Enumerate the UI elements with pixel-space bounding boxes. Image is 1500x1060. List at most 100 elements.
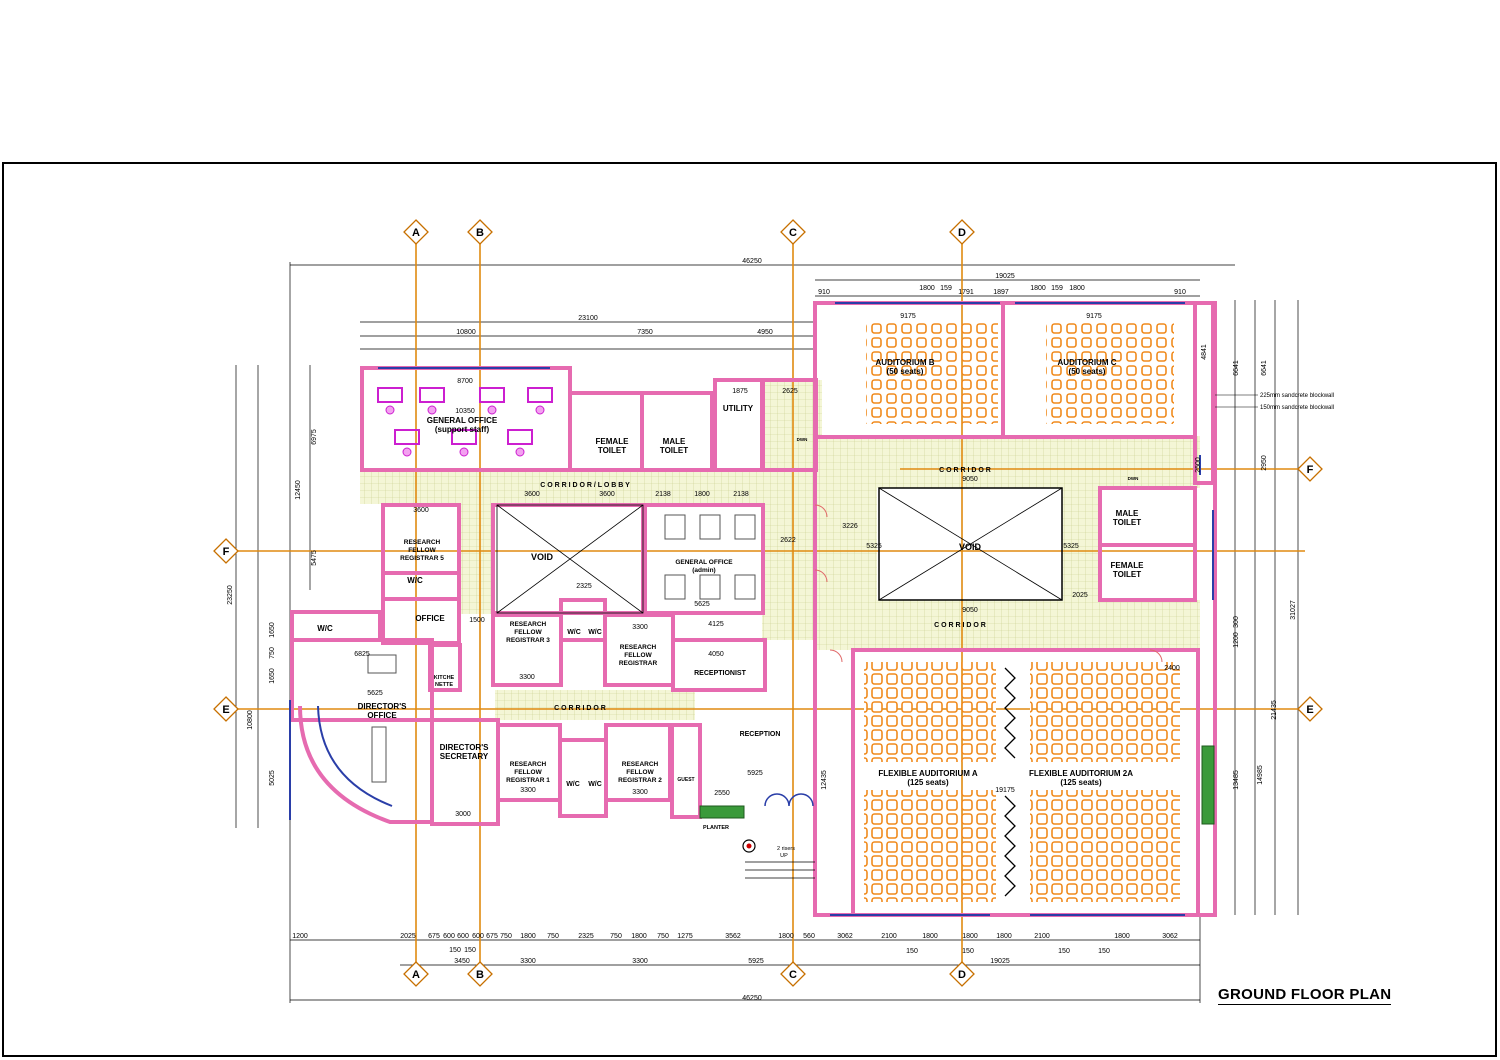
dim-3300-a: 3300 <box>519 674 535 681</box>
dim-overall-top: 46250 <box>742 258 762 265</box>
dim-2138-a: 2138 <box>655 491 671 498</box>
dim-b-1800-c: 1800 <box>778 933 794 940</box>
room-void-1: VOID <box>531 552 554 562</box>
dim-b-750-b: 750 <box>547 933 559 940</box>
dim-3300-d: 3300 <box>632 789 648 796</box>
dim-b-750-c: 750 <box>610 933 622 940</box>
note-wall-225: 225mm sandcrete blockwall <box>1260 393 1334 399</box>
dim-5325-b: 5325 <box>1063 543 1079 550</box>
grid-label-d-top: D <box>958 227 966 239</box>
dim-left-block: 23100 <box>578 315 598 322</box>
dim-top-1800-b: 1800 <box>1030 285 1046 292</box>
desks <box>367 514 756 783</box>
stair-dwn-1: DWN <box>797 437 808 442</box>
curved-wall <box>298 705 432 824</box>
dim-b-1800-b: 1800 <box>631 933 647 940</box>
dim-b-675: 675 <box>428 933 440 940</box>
dim-b-1800-f: 1800 <box>996 933 1012 940</box>
room-general-office-admin: GENERAL OFFICE <box>675 559 733 566</box>
room-rf1-line3: REGISTRAR 1 <box>506 777 550 784</box>
grid-label-e-left: E <box>222 704 229 716</box>
room-wc-4: W/C <box>588 629 602 636</box>
room-male-toilet-2-line1: MALE <box>1116 509 1139 518</box>
dim-left-23250: 23250 <box>227 585 234 605</box>
dim-top-910-b: 910 <box>1174 289 1186 296</box>
furniture <box>377 387 553 445</box>
dim-b-150-d: 150 <box>962 948 974 955</box>
dim-b-1200: 1200 <box>292 933 308 940</box>
grid-label-b-top: B <box>476 227 484 239</box>
dim-5625-b: 5625 <box>367 690 383 697</box>
dim-right-6641-b: 6641 <box>1261 360 1268 376</box>
tiled-floors <box>360 380 1200 720</box>
dim-b-3300-a: 3300 <box>520 958 536 965</box>
room-wc-2: W/C <box>317 624 333 633</box>
dimension-lines <box>235 262 1299 1003</box>
room-directors-secretary-line1: DIRECTOR'S <box>440 743 490 752</box>
dim-12435: 12435 <box>821 770 828 790</box>
dim-b-1800-d: 1800 <box>922 933 938 940</box>
drawing-frame <box>2 162 1497 1057</box>
room-auditorium-b-seats: (50 seats) <box>887 367 924 376</box>
dim-overall-bottom: 46250 <box>742 995 762 1002</box>
room-flex-auditorium-a: FLEXIBLE AUDITORIUM A <box>878 769 977 778</box>
grid-label-f-left: F <box>223 546 230 558</box>
dim-9050-a: 9050 <box>962 476 978 483</box>
folding-partition <box>1004 667 1016 759</box>
grid-label-a-bottom: A <box>412 969 420 981</box>
room-rf1-line2: FELLOW <box>514 769 542 776</box>
entrance-doors <box>764 793 814 807</box>
grid-bubbles <box>213 219 1323 987</box>
note-risers-line2: UP <box>780 853 788 859</box>
dim-top-1800-c: 1800 <box>1069 285 1085 292</box>
room-directors-office-line2: OFFICE <box>367 711 397 720</box>
dim-4950: 4950 <box>757 329 773 336</box>
room-auditorium-b: AUDITORIUM B <box>876 358 935 367</box>
dim-b-600-c: 600 <box>472 933 484 940</box>
dim-1500: 1500 <box>469 617 485 624</box>
dim-right-21435: 21435 <box>1271 700 1278 720</box>
room-rf4-line1: RESEARCH <box>620 644 657 651</box>
grid-label-e-right: E <box>1306 704 1313 716</box>
dim-b-1275: 1275 <box>677 933 693 940</box>
dim-b-3450: 3450 <box>454 958 470 965</box>
dim-b-150-c: 150 <box>906 948 918 955</box>
dim-5625: 5625 <box>694 601 710 608</box>
dim-9175-b: 9175 <box>1086 313 1102 320</box>
grid-label-d-bottom: D <box>958 969 966 981</box>
dim-2622: 2622 <box>780 537 796 544</box>
column-marker-dot <box>746 843 752 849</box>
dim-left-10800: 10800 <box>247 710 254 730</box>
room-flex-auditorium-2a-seats: (125 seats) <box>1060 778 1102 787</box>
dim-b-600-b: 600 <box>457 933 469 940</box>
dim-2025: 2025 <box>1072 592 1088 599</box>
room-void-2: VOID <box>959 542 982 552</box>
room-rf5-line1: RESEARCH <box>404 539 441 546</box>
dim-right-300: 300 <box>1233 616 1240 628</box>
dim-8700: 8700 <box>457 378 473 385</box>
room-male-toilet-1-b: TOILET <box>660 446 688 455</box>
room-auditorium-c-seats: (50 seats) <box>1069 367 1106 376</box>
dim-b-675-b: 675 <box>486 933 498 940</box>
dim-2500: 2500 <box>1195 457 1202 473</box>
dim-b-150-e: 150 <box>1058 948 1070 955</box>
room-general-office-support-sub: (support staff) <box>435 425 490 434</box>
dim-right-13485: 13485 <box>1233 770 1240 790</box>
dim-9175-a: 9175 <box>900 313 916 320</box>
folding-partition-2 <box>1004 795 1016 897</box>
dim-left-6975: 6975 <box>311 429 318 445</box>
room-rf3-line2: FELLOW <box>514 629 542 636</box>
drawing-title: GROUND FLOOR PLAN <box>1218 986 1392 1005</box>
room-directors-office-line1: DIRECTOR'S <box>358 702 408 711</box>
dim-left-1650-b: 1650 <box>269 668 276 684</box>
room-flex-auditorium-2a: FLEXIBLE AUDITORIUM 2A <box>1029 769 1133 778</box>
dim-b-600-a: 600 <box>443 933 455 940</box>
dim-b-3062-b: 3062 <box>1162 933 1178 940</box>
stair-dwn-2: DWN <box>1128 476 1139 481</box>
dim-3600-c: 3600 <box>413 507 429 514</box>
room-rf5-line2: FELLOW <box>408 547 436 554</box>
room-office: OFFICE <box>415 614 445 623</box>
dim-10800: 10800 <box>456 329 476 336</box>
room-male-toilet-2-line2: TOILET <box>1113 518 1141 527</box>
